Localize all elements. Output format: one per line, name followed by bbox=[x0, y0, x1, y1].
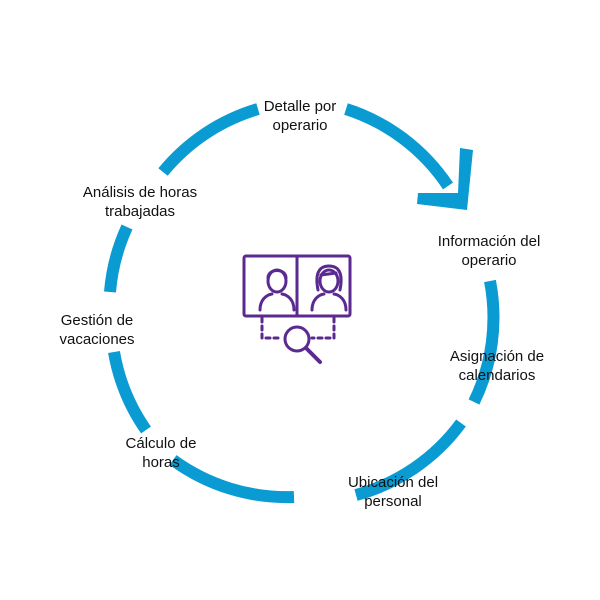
label-line: vacaciones bbox=[59, 331, 135, 348]
cycle-arrow-head bbox=[417, 148, 473, 210]
label-line: calendarios bbox=[458, 367, 536, 384]
label-detalle-por-operario: Detalle por operario bbox=[264, 97, 337, 135]
label-line: Información del bbox=[437, 233, 541, 250]
label-gestion-de-vacaciones: Gestión de vacaciones bbox=[59, 311, 134, 349]
label-asignacion-de-calendarios: Asignación de calendarios bbox=[450, 347, 544, 385]
ring-segment-bottom-right bbox=[354, 419, 466, 501]
label-line: Cálculo de bbox=[125, 435, 197, 452]
two-operators-with-magnifier-icon bbox=[242, 254, 352, 364]
label-informacion-del-operario: Información del operario bbox=[438, 232, 541, 270]
label-line: horas bbox=[142, 454, 180, 471]
label-line: Ubicación del bbox=[347, 474, 439, 491]
label-calculo-de-horas: Cálculo de horas bbox=[126, 434, 197, 472]
label-line: operario bbox=[461, 252, 517, 269]
label-analisis-de-horas-trabajadas: Análisis de horas trabajadas bbox=[83, 183, 197, 221]
ring-segment-lower-left bbox=[108, 350, 151, 434]
ring-segment-right bbox=[468, 279, 500, 405]
label-line: Asignación de bbox=[449, 348, 545, 365]
label-line: trabajadas bbox=[104, 203, 176, 220]
label-line: operario bbox=[272, 117, 328, 134]
label-line: personal bbox=[364, 493, 422, 510]
label-line: Análisis de horas bbox=[82, 184, 198, 201]
ring-segment-bottom bbox=[169, 455, 295, 504]
ring-segment-top-right bbox=[344, 103, 453, 190]
label-ubicacion-del-personal: Ubicación del personal bbox=[348, 473, 438, 511]
ring-segment-left bbox=[104, 224, 133, 293]
label-line: Detalle por bbox=[263, 98, 337, 115]
cycle-ring bbox=[104, 103, 500, 504]
label-line: Gestión de bbox=[60, 312, 134, 329]
ring-segment-upper-left bbox=[158, 103, 260, 176]
